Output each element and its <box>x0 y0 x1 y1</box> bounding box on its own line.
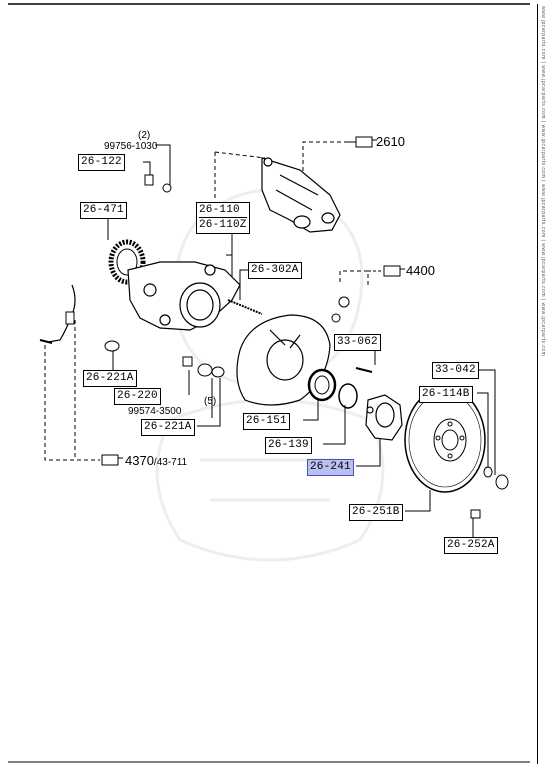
part-26-220[interactable]: 26-220 <box>114 388 161 405</box>
part-26-110-group[interactable]: 26-110 26-110Z <box>196 202 250 234</box>
wheel-bearing <box>307 368 337 402</box>
part-26-110z[interactable]: 26-110Z <box>199 217 247 231</box>
part-33-062[interactable]: 33-062 <box>334 334 381 351</box>
qty-99756: (2) <box>138 130 151 141</box>
callout-99756 <box>155 144 171 190</box>
ref-43-711: /43-711 <box>153 457 188 468</box>
steering-knuckle <box>127 261 241 331</box>
callout-33-042 <box>477 369 496 475</box>
part-26-139[interactable]: 26-139 <box>265 437 312 454</box>
part-99756-1030[interactable]: 99756-1030 <box>104 141 158 152</box>
brake-caliper <box>261 157 341 233</box>
part-26-241-highlighted[interactable]: 26-241 <box>307 459 354 476</box>
part-26-221a-lower[interactable]: 26-221A <box>141 419 195 436</box>
callout-26-221a-lower <box>197 378 221 427</box>
callout-26-114b <box>477 392 489 470</box>
pointer-hand-icon <box>101 136 405 466</box>
dust-shield <box>236 314 331 406</box>
part-26-251b[interactable]: 26-251B <box>349 504 403 521</box>
part-33-042[interactable]: 33-042 <box>432 362 479 379</box>
ref-4370-main: 4370 <box>125 453 154 468</box>
part-26-122[interactable]: 26-122 <box>78 154 125 171</box>
part-26-151[interactable]: 26-151 <box>243 413 290 430</box>
leader-4370 <box>44 345 100 461</box>
abs-sensor <box>65 311 75 325</box>
part-26-114b[interactable]: 26-114B <box>419 386 473 403</box>
ref-4370[interactable]: 4370/43-711 <box>125 453 187 470</box>
callout-26-139 <box>323 405 346 445</box>
part-26-221a-upper[interactable]: 26-221A <box>83 370 137 387</box>
brake-disc <box>404 387 486 493</box>
callout-26-110 <box>226 225 233 280</box>
ref-4400[interactable]: 4400 <box>406 263 435 278</box>
callout-26-151 <box>303 395 319 421</box>
abs-tone-ring <box>108 239 146 285</box>
qty-99574: (5) <box>204 396 217 407</box>
part-99574-3500[interactable]: 99574-3500 <box>128 406 182 417</box>
part-26-252a[interactable]: 26-252A <box>444 537 498 554</box>
part-26-471[interactable]: 26-471 <box>80 202 127 219</box>
part-26-302a[interactable]: 26-302A <box>248 262 302 279</box>
leader-4400 <box>339 270 369 286</box>
side-watermark-strip: www.jpcarparts.com | www.jpcarparts.com … <box>537 4 547 764</box>
callout-26-302a <box>239 269 248 300</box>
side-watermark-text: www.jpcarparts.com | www.jpcarparts.com … <box>540 6 546 357</box>
callout-26-251b <box>405 490 431 512</box>
part-26-110[interactable]: 26-110 <box>199 204 240 216</box>
ref-2610[interactable]: 2610 <box>376 134 405 149</box>
wheel-hub <box>365 394 403 441</box>
knuckle-bolt <box>227 299 263 315</box>
leader-2610 <box>302 141 345 171</box>
snap-ring <box>338 383 358 409</box>
hardware <box>104 174 509 519</box>
abs-bolt <box>39 339 53 344</box>
callout-26-122 <box>143 161 151 178</box>
